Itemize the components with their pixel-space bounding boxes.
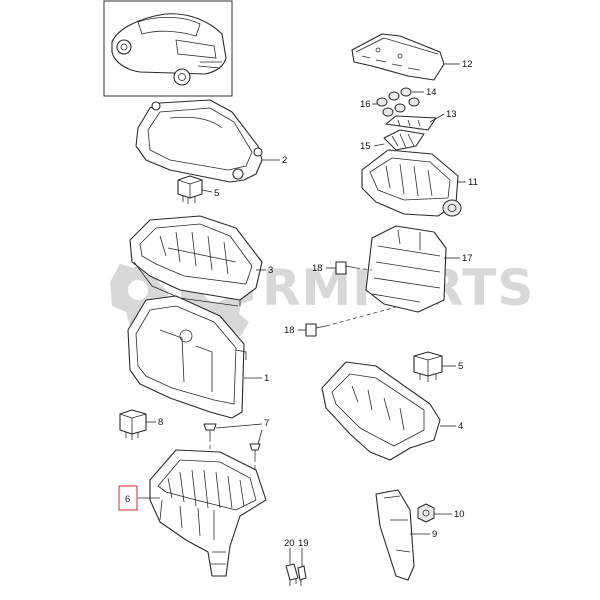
part-relay-small — [119, 409, 147, 440]
callout-18-upper: 18 — [312, 263, 323, 274]
callout-9: 9 — [432, 529, 437, 540]
part-screw-7b — [249, 443, 261, 458]
callouts: 12 16 14 13 15 11 2 5 3 17 18 18 1 5 4 8… — [125, 59, 478, 549]
callout-3: 3 — [268, 265, 273, 276]
vehicle-thumbnail — [103, 0, 233, 97]
part-grommets — [376, 87, 420, 117]
part-cover-top — [135, 99, 263, 183]
callout-19: 19 — [298, 538, 309, 549]
part-fuse-base — [149, 449, 267, 577]
part-frame-upper — [129, 215, 263, 307]
part-fuse-bank — [383, 129, 425, 151]
callout-highlight-box — [118, 485, 138, 511]
callout-1: 1 — [264, 373, 269, 384]
part-fuse-carrier — [361, 149, 462, 217]
callout-10: 10 — [454, 509, 465, 520]
part-relay-upper — [177, 175, 203, 204]
part-housing — [127, 295, 247, 419]
part-screw-18a — [335, 261, 357, 275]
part-fuse-19 — [297, 565, 307, 586]
part-screw-18b — [305, 323, 327, 337]
part-cap — [351, 33, 445, 81]
callout-4: 4 — [458, 421, 463, 432]
part-nut — [417, 503, 435, 523]
callout-17: 17 — [462, 253, 473, 264]
callout-5-right: 5 — [458, 361, 463, 372]
callout-12: 12 — [462, 59, 473, 70]
callout-20: 20 — [284, 538, 295, 549]
part-relay-plate — [321, 361, 441, 461]
leader-lines — [138, 63, 466, 566]
callout-11: 11 — [468, 177, 478, 188]
callout-2: 2 — [282, 155, 287, 166]
callout-7: 7 — [264, 418, 269, 429]
assembly-line-18a — [355, 267, 373, 271]
part-strip — [385, 115, 437, 131]
assembly-line-18b — [325, 305, 401, 327]
callout-18-lower: 18 — [284, 325, 295, 336]
part-relay-right — [413, 351, 443, 382]
callout-16: 16 — [360, 99, 371, 110]
callout-15: 15 — [360, 141, 371, 152]
callout-13: 13 — [446, 109, 457, 120]
callout-14: 14 — [426, 87, 437, 98]
part-relay-carrier — [365, 225, 447, 313]
part-fuse-20 — [285, 563, 299, 586]
callout-5-upper: 5 — [214, 188, 219, 199]
part-bracket — [375, 489, 415, 581]
callout-8: 8 — [158, 417, 163, 428]
part-screw-7a — [203, 423, 217, 438]
callout-6: 6 — [125, 494, 130, 505]
